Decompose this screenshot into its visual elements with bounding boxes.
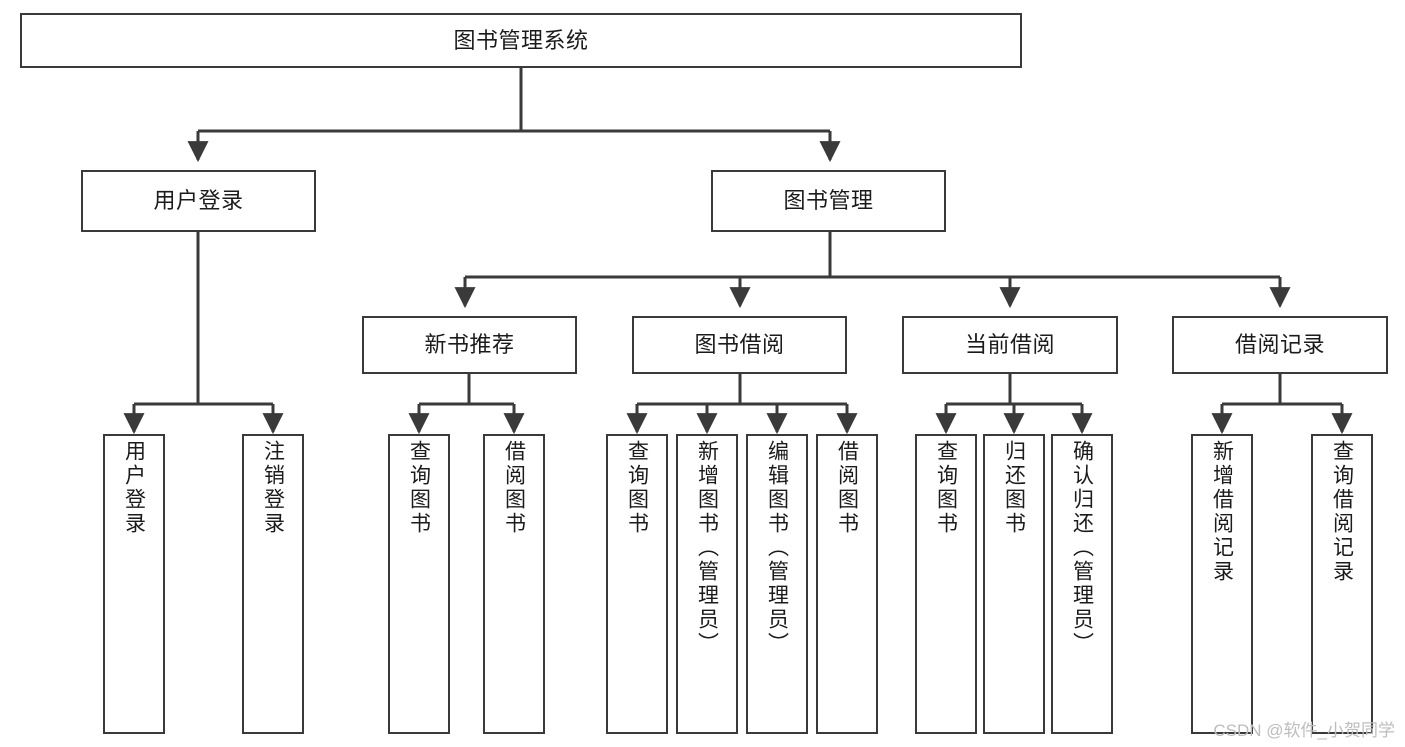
node-label: 借阅图书 (502, 440, 526, 536)
node-label: 图书管理系统 (453, 27, 589, 53)
leaf-record-query[interactable]: 查询借阅记录 (1311, 434, 1373, 734)
node-book-borrow[interactable]: 图书借阅 (632, 316, 847, 374)
node-book-management[interactable]: 图书管理 (711, 170, 946, 232)
node-label: 确认归还（管理员） (1070, 440, 1094, 656)
node-current-borrow[interactable]: 当前借阅 (902, 316, 1118, 374)
leaf-borrow-borrow-book[interactable]: 借阅图书 (816, 434, 878, 734)
node-label: 新书推荐 (424, 332, 515, 358)
node-borrow-record[interactable]: 借阅记录 (1172, 316, 1388, 374)
leaf-new-book-borrow[interactable]: 借阅图书 (483, 434, 545, 734)
leaf-current-return-book[interactable]: 归还图书 (983, 434, 1045, 734)
node-label: 借阅记录 (1234, 332, 1325, 358)
node-label: 用户登录 (122, 440, 146, 536)
node-label: 归还图书 (1002, 440, 1026, 536)
node-label: 查询图书 (934, 440, 958, 536)
node-label: 图书借阅 (694, 332, 785, 358)
node-label: 编辑图书（管理员） (765, 440, 789, 656)
leaf-user-login-login[interactable]: 用户登录 (103, 434, 165, 734)
watermark-text: CSDN @软件_小贺同学 (1213, 721, 1395, 740)
node-label: 新增图书（管理员） (695, 440, 719, 656)
leaf-current-confirm-return-admin[interactable]: 确认归还（管理员） (1051, 434, 1113, 734)
leaf-borrow-query-book[interactable]: 查询图书 (606, 434, 668, 734)
leaf-new-book-query[interactable]: 查询图书 (388, 434, 450, 734)
leaf-record-add[interactable]: 新增借阅记录 (1191, 434, 1253, 734)
node-new-book-recommend[interactable]: 新书推荐 (362, 316, 577, 374)
node-label: 查询借阅记录 (1330, 440, 1354, 584)
leaf-borrow-edit-book-admin[interactable]: 编辑图书（管理员） (746, 434, 808, 734)
node-root-system[interactable]: 图书管理系统 (20, 13, 1022, 68)
node-label: 图书管理 (783, 188, 874, 214)
node-user-login[interactable]: 用户登录 (81, 170, 316, 232)
leaf-borrow-add-book-admin[interactable]: 新增图书（管理员） (676, 434, 738, 734)
node-label: 借阅图书 (835, 440, 859, 536)
node-label: 查询图书 (625, 440, 649, 536)
node-label: 用户登录 (153, 188, 244, 214)
node-label: 查询图书 (407, 440, 431, 536)
node-label: 注销登录 (261, 440, 285, 536)
leaf-user-login-logout[interactable]: 注销登录 (242, 434, 304, 734)
leaf-current-query-book[interactable]: 查询图书 (915, 434, 977, 734)
node-label: 当前借阅 (964, 332, 1055, 358)
node-label: 新增借阅记录 (1210, 440, 1234, 584)
